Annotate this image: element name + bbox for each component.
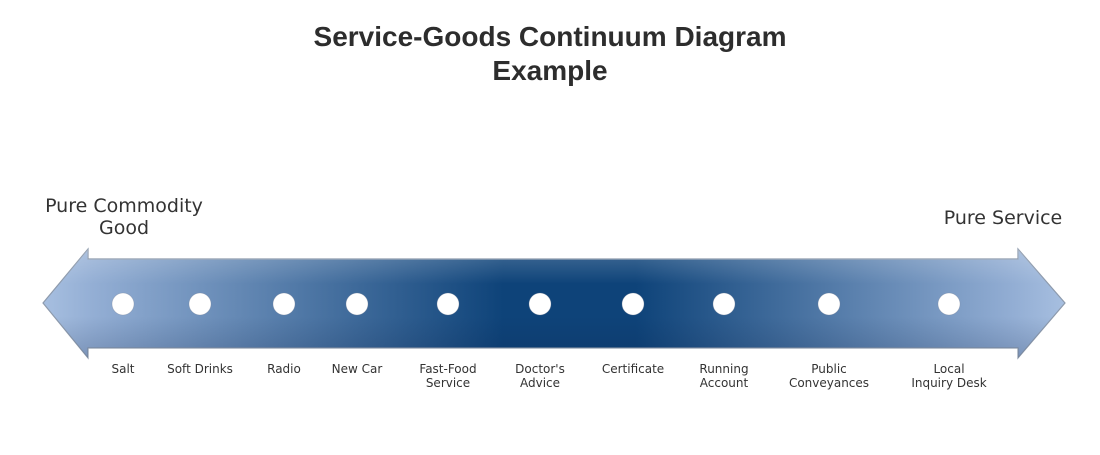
item-label-running-account: Running Account [699, 362, 749, 390]
continuum-dot [272, 292, 296, 316]
continuum-dot [528, 292, 552, 316]
arrow-shading [43, 249, 1065, 358]
continuum-dot [817, 292, 841, 316]
item-label-salt: Salt [111, 362, 135, 376]
item-label-public-conveyances: Public Conveyances [788, 362, 870, 390]
continuum-dot [111, 292, 135, 316]
item-label-local-inquiry-desk: Local Inquiry Desk [911, 362, 987, 390]
left-endpoint-label: Pure Commodity Good [45, 195, 203, 239]
item-label-fast-food-service: Fast-Food Service [419, 362, 477, 390]
continuum-dot [621, 292, 645, 316]
diagram-title-line-1: Service-Goods Continuum Diagram [313, 21, 787, 52]
item-label-new-car: New Car [331, 362, 383, 376]
continuum-dot [712, 292, 736, 316]
right-endpoint-label: Pure Service [943, 207, 1063, 229]
item-label-doctors-advice: Doctor's Advice [515, 362, 565, 390]
item-label-radio: Radio [267, 362, 301, 376]
continuum-dot [937, 292, 961, 316]
continuum-dot [188, 292, 212, 316]
item-label-certificate: Certificate [601, 362, 665, 376]
continuum-dot [436, 292, 460, 316]
diagram-title-line-2: Example [492, 55, 608, 86]
continuum-dot [345, 292, 369, 316]
item-label-soft-drinks: Soft Drinks [167, 362, 233, 376]
diagram-title: Service-Goods Continuum Diagram Example [0, 20, 1100, 88]
